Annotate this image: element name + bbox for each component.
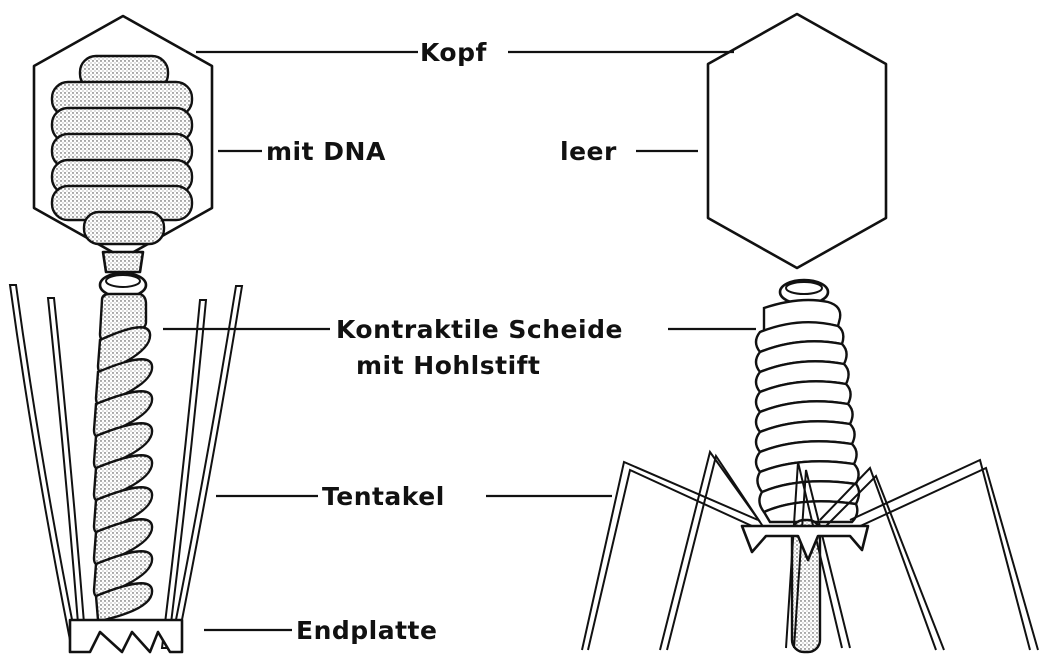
phage-empty (582, 14, 1038, 652)
tail-sheath-right (756, 300, 859, 522)
label-end-plate: Endplatte (296, 616, 437, 645)
phage-with-dna (10, 16, 242, 652)
label-sheath-line1: Kontraktile Scheide (336, 315, 623, 344)
label-sheath-line2: mit Hohlstift (356, 351, 540, 380)
label-tentacles: Tentakel (322, 482, 445, 511)
label-empty: leer (560, 137, 617, 166)
tail-sheath-left (94, 294, 152, 620)
neck-left (103, 252, 143, 272)
end-plate-right (742, 526, 868, 560)
head-capsid-right (708, 14, 886, 268)
label-with-dna: mit DNA (266, 137, 386, 166)
label-head: Kopf (420, 38, 488, 67)
dna-coil (52, 56, 192, 244)
